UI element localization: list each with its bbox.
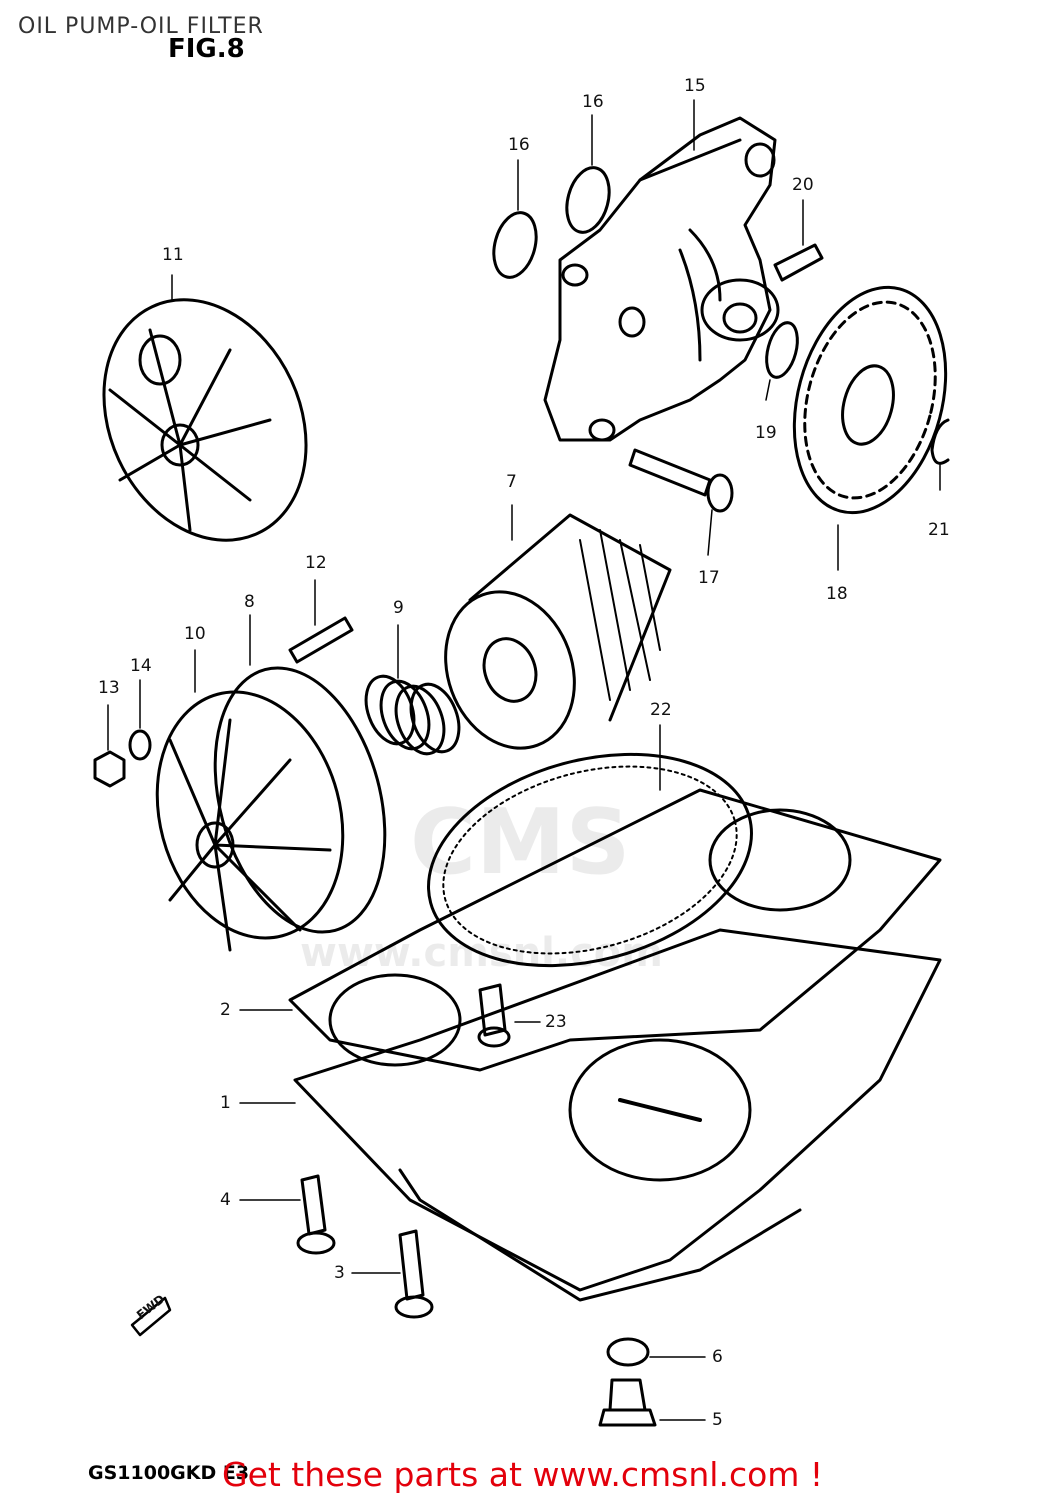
- oil-filter-cap-10[interactable]: [131, 671, 370, 959]
- oil-strainer-22[interactable]: [405, 721, 776, 1000]
- part-label-16b: 16: [582, 92, 604, 112]
- part-label-3: 3: [334, 1263, 345, 1283]
- spring-9[interactable]: [357, 670, 467, 761]
- model-code: GS1100GKD E3: [88, 1462, 250, 1484]
- part-label-14: 14: [130, 656, 152, 676]
- bolt-3[interactable]: [394, 1229, 434, 1319]
- part-label-5: 5: [712, 1410, 723, 1430]
- part-label-23: 23: [545, 1012, 567, 1032]
- gear-18[interactable]: [771, 270, 970, 529]
- part-label-18: 18: [826, 584, 848, 604]
- circlip-21[interactable]: [930, 418, 950, 465]
- bolt-4[interactable]: [296, 1174, 336, 1255]
- washer-19[interactable]: [761, 319, 803, 380]
- part-label-12: 12: [305, 553, 327, 573]
- part-label-10: 10: [184, 624, 206, 644]
- washer-14[interactable]: [128, 729, 152, 761]
- part-label-16a: 16: [508, 135, 530, 155]
- get-parts-link[interactable]: Get these parts at www.cmsnl.com !: [222, 1455, 824, 1494]
- washer-6[interactable]: [606, 1337, 650, 1367]
- pin-20[interactable]: [773, 243, 824, 282]
- oil-pan-1[interactable]: [293, 928, 942, 1302]
- part-label-9: 9: [393, 598, 404, 618]
- bolt-17[interactable]: [628, 448, 734, 513]
- part-label-8: 8: [244, 592, 255, 612]
- o-ring-8[interactable]: [188, 649, 412, 951]
- part-label-17: 17: [698, 568, 720, 588]
- part-label-15: 15: [684, 76, 706, 96]
- part-label-2: 2: [220, 1000, 231, 1020]
- pin-12[interactable]: [288, 616, 354, 664]
- part-label-6: 6: [712, 1347, 723, 1367]
- bolt-23[interactable]: [477, 983, 511, 1048]
- page-title: OIL PUMP-OIL FILTER: [18, 14, 264, 39]
- o-ring-16b[interactable]: [560, 163, 616, 237]
- part-label-11: 11: [162, 245, 184, 265]
- o-ring-16a[interactable]: [487, 208, 543, 282]
- part-label-21: 21: [928, 520, 950, 540]
- drain-plug-5[interactable]: [598, 1378, 657, 1427]
- part-label-20: 20: [792, 175, 814, 195]
- part-label-19: 19: [755, 423, 777, 443]
- figure-label: FIG.8: [168, 34, 245, 64]
- oil-pump-body[interactable]: [543, 116, 780, 442]
- leader-lines: [107, 99, 941, 1421]
- part-label-1: 1: [220, 1093, 231, 1113]
- part-label-7: 7: [506, 472, 517, 492]
- part-label-13: 13: [98, 678, 120, 698]
- part-label-4: 4: [220, 1190, 231, 1210]
- oil-filter-cover-11[interactable]: [66, 267, 344, 574]
- nut-13[interactable]: [93, 750, 126, 788]
- oil-filter-element-7[interactable]: [424, 513, 672, 766]
- gasket-2[interactable]: [288, 788, 942, 1072]
- forward-arrow-icon: [130, 1296, 172, 1337]
- part-label-22: 22: [650, 700, 672, 720]
